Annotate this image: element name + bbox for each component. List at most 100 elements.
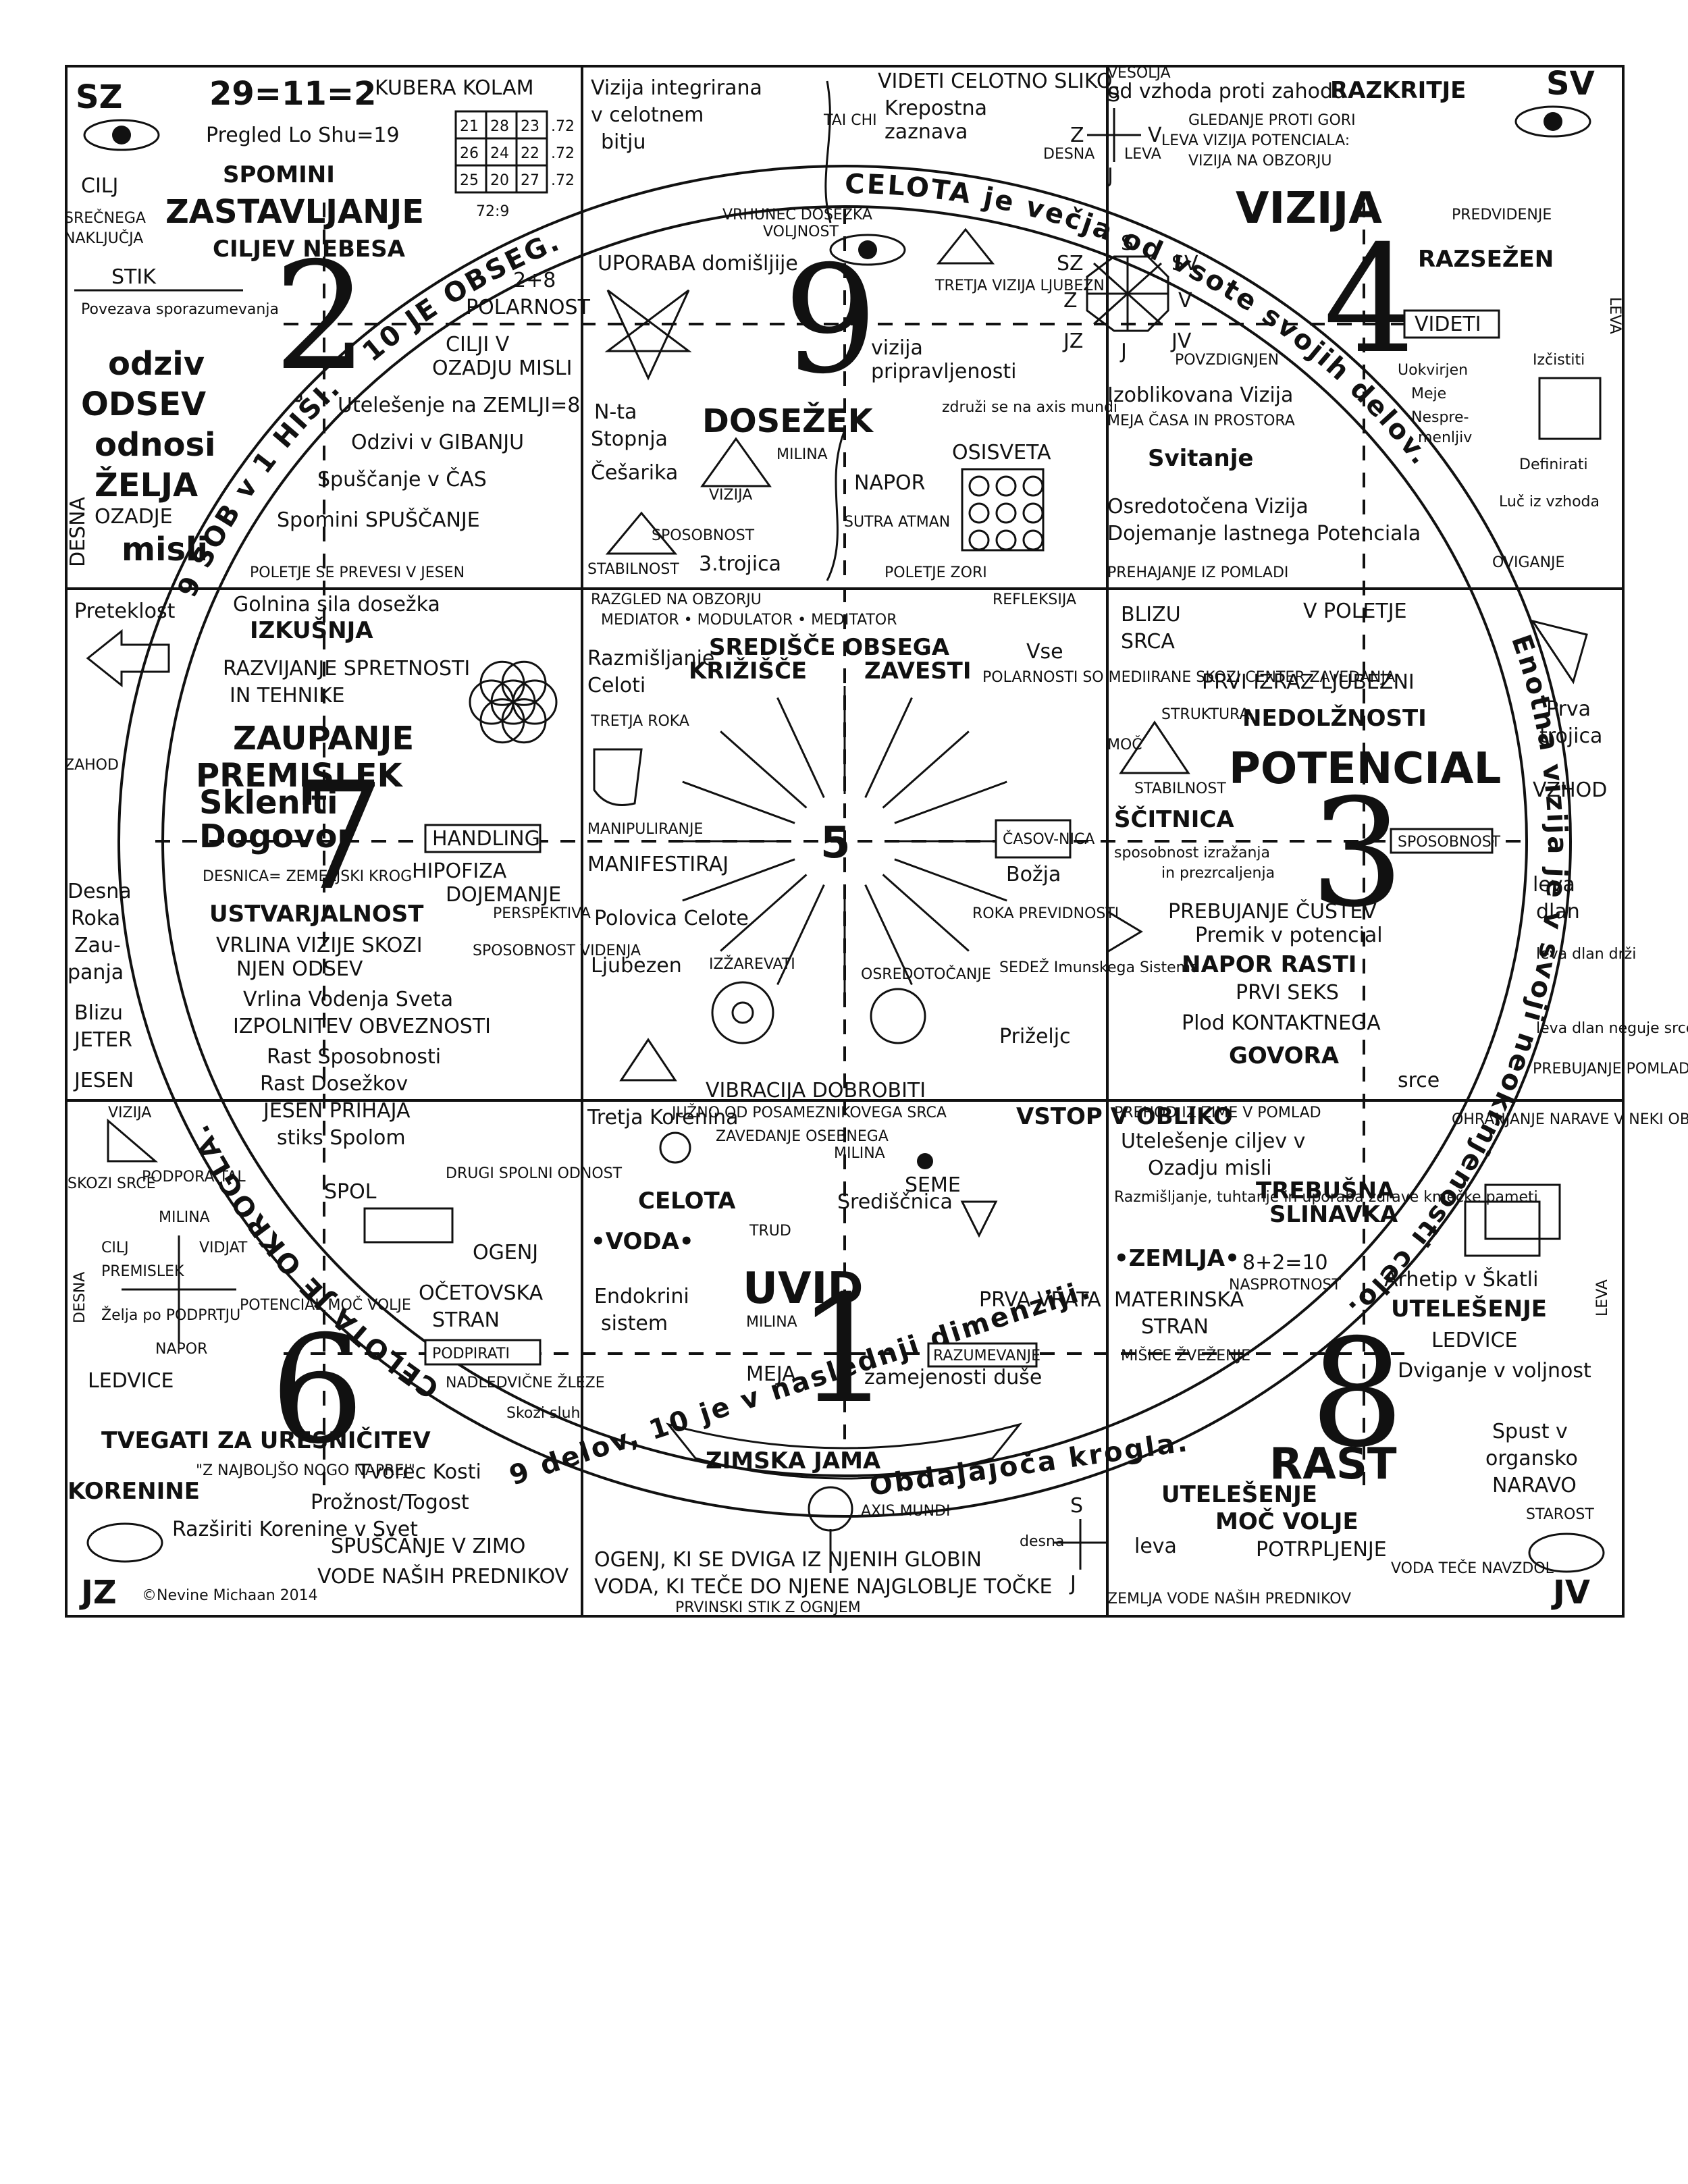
- nw-cilj: CILJ: [81, 174, 118, 198]
- w-rast2: Rast Dosežkov: [260, 1072, 408, 1096]
- casovnica-box: [995, 819, 1072, 859]
- c-vibr: VIBRACIJA DOBROBITI: [706, 1079, 926, 1102]
- sw-proz: Prožnost/Togost: [311, 1491, 469, 1514]
- center-ray: [894, 858, 1007, 902]
- sw-razs: Razširiti Korenine v Svet: [172, 1518, 418, 1541]
- nw-odziv: odziv: [108, 345, 205, 383]
- e-plod: Plod KONTAKTNEGA: [1182, 1011, 1381, 1035]
- nw-spusc: Spuščanje v ČAS: [317, 467, 487, 491]
- se-leva: LEVA: [1594, 1279, 1611, 1316]
- w-zaupanje: ZAUPANJE: [233, 720, 414, 757]
- se-narav: NARAVO: [1492, 1474, 1577, 1497]
- compass-icon: [1087, 108, 1141, 162]
- tree-icon: [808, 1486, 853, 1573]
- e-sposobbox: SPOSOBNOST: [1398, 834, 1501, 851]
- eye-icon: [829, 234, 906, 266]
- handling-box: [424, 824, 542, 853]
- podpirati-box: [424, 1339, 542, 1366]
- radiant-circle-icon: [711, 981, 774, 1044]
- kubera-cell-value: 21: [460, 118, 479, 135]
- s-uvid: UVID: [743, 1264, 863, 1314]
- dot-grid-circle: [1022, 529, 1044, 551]
- compass-desna: DESNA: [1043, 146, 1094, 163]
- se-slin: SLINAVKA: [1269, 1201, 1398, 1228]
- ne-vesolja: VESOLJA: [1107, 65, 1171, 82]
- kubera-row-sum: .72: [551, 145, 575, 162]
- w-ustv: USTVARJALNOST: [209, 901, 424, 928]
- bagua-number-4: 4: [1323, 213, 1418, 386]
- se-naspr: NASPROTNOST: [1229, 1277, 1342, 1294]
- n-sposob: SPOSOBNOST: [652, 527, 755, 544]
- c-priz: Priželjc: [999, 1025, 1071, 1048]
- kubera-cell-value: 28: [490, 118, 509, 135]
- triangle-icon: [1119, 720, 1190, 774]
- s-voda: •VODA•: [591, 1228, 694, 1255]
- e-prvi: PRVI IZRAZ LJUBEZNI: [1202, 670, 1415, 694]
- s-vstop: VSTOP V OBLIKO: [1016, 1103, 1233, 1130]
- e-moc: MOČ: [1107, 736, 1142, 753]
- vessel-icon: [363, 1207, 454, 1244]
- bagua-number-7: 7: [290, 750, 385, 923]
- se-zem: ZEMLJA VODE NAŠIH PREDNIKOV: [1107, 1590, 1351, 1607]
- w-doj: DOJEMANJE: [446, 883, 561, 907]
- w-sposv: SPOSOBNOST VIDENJA: [473, 942, 641, 959]
- sw-podp: PODPORA TAL: [142, 1169, 246, 1186]
- s-seme: SEME: [905, 1173, 961, 1197]
- dot-grid-circle: [968, 502, 990, 524]
- sw-stiks: stiks Spolom: [277, 1126, 406, 1150]
- se-utel2: UTELEŠENJE: [1391, 1295, 1547, 1323]
- sw-milina: MILINA: [159, 1209, 210, 1226]
- dot-grid-circle: [995, 502, 1017, 524]
- dot-grid-circle: [1022, 502, 1044, 524]
- s-zimska: ZIMSKA JAMA: [706, 1447, 881, 1474]
- sw-sluh: Skozi sluh: [506, 1405, 581, 1422]
- se-j: J: [1069, 1572, 1076, 1595]
- nw-zastavljanje: ZASTAVLJANJE: [165, 193, 424, 231]
- dot-grid-icon: [961, 468, 1045, 552]
- n-polzori: POLETJE ZORI: [885, 564, 987, 581]
- triangle-icon: [1530, 619, 1588, 685]
- flower-of-life-icon: [469, 660, 558, 744]
- c-sred: SREDIŠČE OBSEGA: [709, 633, 950, 661]
- w-zau: Zau-: [74, 934, 121, 957]
- sw-premisl: PREMISLEK: [101, 1263, 184, 1280]
- ne-preh: PREHAJANJE IZ POMLADI: [1107, 564, 1288, 581]
- ne-def: Definirati: [1519, 456, 1588, 473]
- e-troj: trojica: [1539, 724, 1602, 748]
- e-vpol: V POLETJE: [1303, 600, 1407, 623]
- nw-stik: STIK: [111, 265, 157, 289]
- n-vrhunec: VRHUNEC DOSEŽKA: [722, 206, 872, 223]
- s-trud: TRUD: [749, 1223, 791, 1240]
- n-viz1: Vizija integrirana: [591, 76, 762, 100]
- eye-icon: [83, 119, 160, 151]
- s-endok: Endokrini: [594, 1285, 689, 1308]
- sw-zelja: Želja po PODPRTJU: [101, 1306, 240, 1324]
- nw-desna: DESNA: [66, 496, 90, 567]
- center-ray: [864, 884, 913, 986]
- ne-pov: POVZDIGNJEN: [1175, 352, 1279, 369]
- kubera-row-sum: .72: [551, 172, 575, 189]
- triangle-icon: [605, 511, 678, 555]
- w-handling: HANDLING: [432, 827, 540, 851]
- c-osred: OSREDOTOČANJE: [861, 965, 991, 983]
- sw-drugi: DRUGI SPOLNI ODNOST: [446, 1165, 623, 1182]
- n-voljnost: VOLJNOST: [763, 223, 839, 240]
- ne-lvz: Luč iz vzhoda: [1499, 494, 1600, 510]
- n-krep: Krepostna: [885, 97, 987, 120]
- center-rays: [669, 686, 1020, 996]
- c-manip: MANIPULIRANJE: [587, 821, 703, 838]
- s-sistem: sistem: [601, 1312, 668, 1335]
- ne-menljiv: menljiv: [1418, 429, 1472, 446]
- sw-jesen: JESEN PRIHAJA: [262, 1099, 411, 1123]
- nw-cilji2: OZADJU MISLI: [432, 356, 572, 380]
- n-zdruzi: združi se na axis mundi: [942, 399, 1117, 416]
- c-refl: REFLEKSIJA: [993, 591, 1076, 608]
- center-ray: [894, 780, 1007, 824]
- se-rast: RAST: [1269, 1439, 1397, 1489]
- nw-equation: 29=11=2: [209, 75, 376, 113]
- e-dlan: dlan: [1536, 900, 1580, 924]
- s-razum: RAZUMEVANJE: [933, 1348, 1040, 1364]
- center-ray: [882, 730, 970, 809]
- e-sposob: sposobnost izražanja: [1114, 845, 1270, 861]
